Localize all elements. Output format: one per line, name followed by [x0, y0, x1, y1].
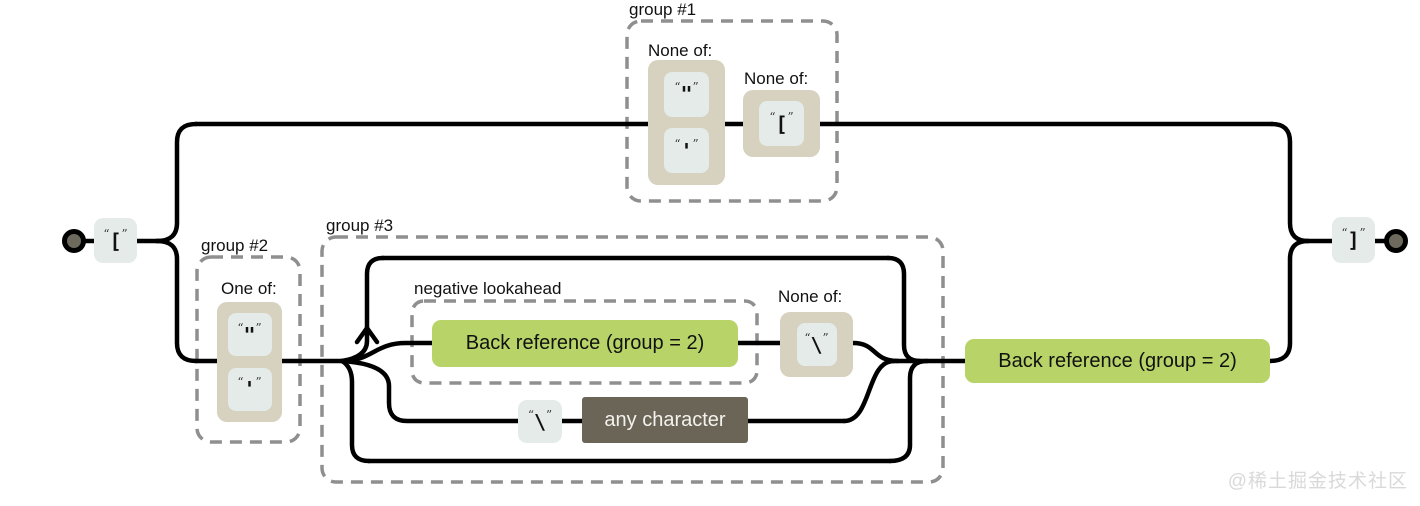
backref-box-lookahead: Back reference (group = 2): [432, 320, 738, 367]
close-quote: ”: [546, 407, 553, 422]
literal-backslash: “\”: [518, 400, 562, 443]
loop-arrow-up-icon: [354, 325, 380, 345]
rail-backref2-merge: [1267, 238, 1311, 364]
literal-char: \: [533, 409, 547, 434]
close-quote: ”: [787, 109, 794, 124]
group2-label: group #2: [201, 236, 269, 255]
rail-branch-down: [154, 238, 199, 364]
open-quote: “: [237, 320, 244, 335]
open-quote: “: [769, 109, 776, 124]
literal-char: ": [243, 322, 256, 347]
charclass-item: “"”: [227, 313, 272, 357]
rail-branch-up: [154, 121, 199, 244]
open-quote: “: [674, 80, 681, 95]
charclass-item: “[”: [759, 101, 804, 146]
watermark: @稀土掘金技术社区: [1227, 471, 1408, 492]
literal-open-bracket: “[”: [94, 218, 137, 263]
close-quote: ”: [255, 375, 262, 390]
rail-alt2-merge: [841, 358, 897, 424]
group1-class2-label: None of:: [744, 69, 809, 88]
rail-skip-up: [339, 255, 386, 364]
open-quote: “: [1341, 226, 1348, 240]
charclass-item: “"”: [664, 71, 709, 117]
charclass-item: “\”: [796, 323, 837, 366]
group2-class1-label: One of:: [221, 279, 277, 298]
close-quote: ”: [692, 80, 699, 95]
close-quote: ”: [692, 136, 699, 151]
group2-class1-container: “"” “'”: [217, 302, 282, 422]
literal-char: [: [109, 228, 122, 253]
open-quote: “: [527, 407, 534, 422]
lookahead-label: negative lookahead: [414, 279, 562, 298]
group1-class1-container: “"” “'”: [648, 60, 725, 185]
open-quote: “: [103, 226, 110, 241]
literal-char: ]: [1347, 228, 1360, 252]
close-quote: ”: [121, 226, 128, 241]
open-quote: “: [674, 136, 681, 151]
rail-alt1-enter: [339, 340, 435, 364]
literal-char: ": [680, 82, 693, 107]
any-character-box: any character: [582, 397, 748, 443]
close-quote: ”: [255, 320, 262, 335]
rail-alt1-merge: [850, 340, 901, 364]
group1-class1-label: None of:: [648, 41, 713, 60]
literal-char: ': [680, 138, 693, 163]
close-quote: ”: [822, 330, 829, 345]
literal-char: ': [243, 377, 256, 402]
group3-noneof-label: None of:: [778, 287, 843, 306]
group1-label: group #1: [629, 0, 697, 19]
literal-char: [: [775, 111, 788, 136]
start-node: [62, 229, 86, 253]
literal-close-bracket: “]”: [1332, 217, 1375, 263]
charclass-item: “'”: [227, 367, 272, 411]
group2-outline: [195, 255, 302, 444]
rail-top-merge: [1269, 121, 1311, 244]
backref-box-2: Back reference (group = 2): [965, 339, 1270, 383]
open-quote: “: [237, 375, 244, 390]
group1-outline: [625, 19, 839, 203]
rail-alt2-enter: [339, 358, 521, 424]
close-quote: ”: [1359, 226, 1366, 240]
rail-skip-down: [885, 255, 923, 364]
group3-noneof-container: “\”: [780, 312, 853, 377]
literal-char: \: [810, 332, 823, 357]
rail-loop-left: [339, 358, 372, 464]
end-node: [1384, 229, 1408, 253]
open-quote: “: [804, 330, 811, 345]
group3-label: group #3: [326, 216, 394, 235]
charclass-item: “'”: [664, 128, 709, 174]
rail-loop-right: [887, 358, 930, 464]
group1-class2-container: “[”: [743, 90, 820, 157]
